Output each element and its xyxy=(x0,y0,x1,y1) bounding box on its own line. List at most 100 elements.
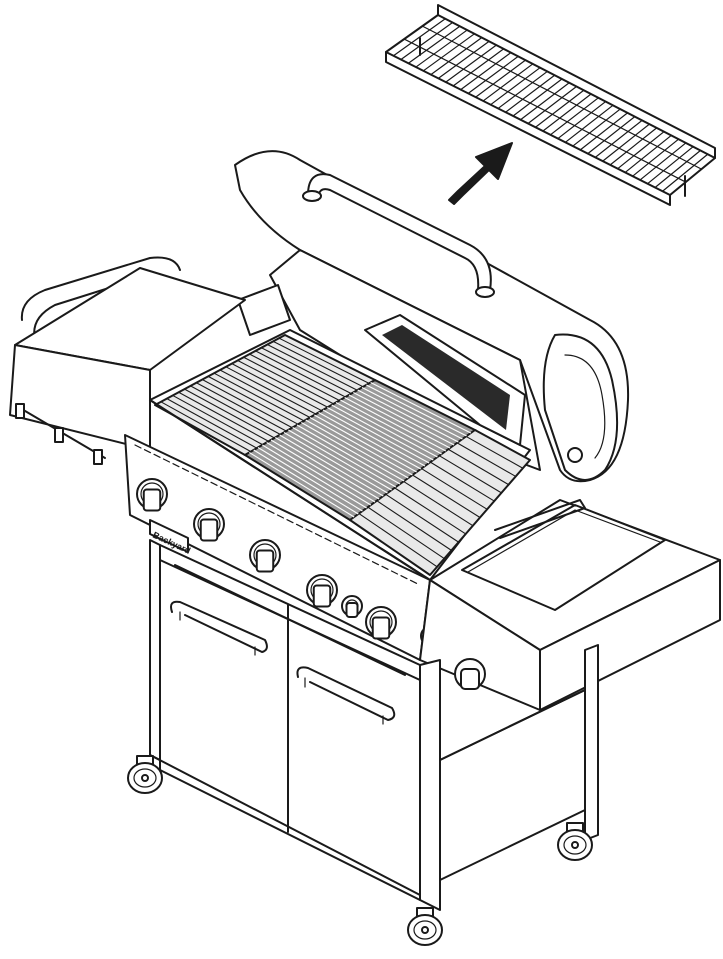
grate-bar xyxy=(357,389,459,443)
grate-bar xyxy=(279,434,384,497)
rack-rod xyxy=(527,85,578,125)
vent-slot xyxy=(248,500,256,505)
burner-knob xyxy=(193,508,225,542)
lid-shell xyxy=(234,150,630,483)
rack-rod xyxy=(437,40,490,79)
burner-knob xyxy=(136,478,168,512)
vent-slot xyxy=(362,556,370,561)
grate-bar xyxy=(296,424,401,485)
grate-bar xyxy=(305,419,409,479)
rack-rod xyxy=(572,108,621,147)
side-burner-knob xyxy=(454,658,486,690)
rack-rod xyxy=(407,25,461,64)
lid-hinge-left xyxy=(237,284,291,336)
left-shelf-handle xyxy=(20,256,181,321)
vent-slot xyxy=(134,444,142,449)
burner-knobs xyxy=(136,478,397,640)
vent-slot xyxy=(229,491,237,496)
heat-vent-slots xyxy=(134,444,418,584)
vent-slot xyxy=(191,472,199,477)
grate-bar xyxy=(318,412,422,470)
side-burner-cover xyxy=(461,504,666,611)
grate-bar xyxy=(292,427,397,488)
caster-wheel-icon xyxy=(127,755,163,794)
vent-mesh xyxy=(382,325,510,430)
cart-leg-left-front xyxy=(149,539,161,761)
rack-rod xyxy=(542,93,592,132)
grate-bar xyxy=(314,414,417,473)
vent-slot xyxy=(381,565,389,570)
vent-slot xyxy=(314,533,323,538)
vent-slot xyxy=(219,486,228,491)
burner-knob xyxy=(306,574,338,608)
grate-bars xyxy=(160,337,524,568)
vent-slot xyxy=(172,463,180,468)
caster-wheel-icon xyxy=(557,822,593,861)
hook xyxy=(15,403,25,419)
left-side-shelf xyxy=(9,256,246,465)
rack-rod xyxy=(400,21,454,61)
grate-bar xyxy=(465,435,524,469)
grate-bar xyxy=(270,439,376,503)
vent-slot xyxy=(162,458,171,463)
vent-slot xyxy=(210,481,218,486)
vent-slot xyxy=(143,449,152,454)
rack-rod xyxy=(430,36,483,76)
cart-leg-right-rear xyxy=(584,644,599,841)
rack-rod xyxy=(624,134,672,174)
grate-bar xyxy=(249,452,355,518)
cabinet-door-left xyxy=(170,600,268,656)
rack-rod xyxy=(445,44,497,83)
vent-slot xyxy=(257,505,266,510)
grate-bar xyxy=(394,487,467,535)
rack-rod xyxy=(512,78,563,117)
grate-bar xyxy=(439,455,502,494)
grate-bar xyxy=(196,382,287,432)
vent-slot xyxy=(305,528,313,533)
rack-rod xyxy=(587,116,636,155)
grill-cart xyxy=(149,539,599,911)
grate-bar xyxy=(184,388,275,439)
burner-knob xyxy=(249,539,281,573)
burner-knob xyxy=(365,606,397,640)
grate-bar xyxy=(370,382,472,434)
grate-bar xyxy=(366,384,467,437)
grate-bar xyxy=(266,442,372,506)
vent-slot xyxy=(400,575,408,580)
vent-slot xyxy=(267,509,275,514)
grate-bar xyxy=(322,409,426,467)
grate-bar xyxy=(456,442,516,477)
rack-front-lip xyxy=(385,51,671,206)
grate-bar xyxy=(335,402,438,458)
rack-rod xyxy=(392,18,446,57)
firebox xyxy=(149,314,531,581)
rack-rod xyxy=(467,55,519,94)
grate-bar xyxy=(283,432,388,494)
warming-rack xyxy=(385,4,716,206)
rack-frame xyxy=(385,14,716,196)
rack-back-rail xyxy=(437,4,716,159)
grate-bar xyxy=(361,387,463,440)
grate-bar xyxy=(225,366,317,415)
grate-bar xyxy=(243,356,334,405)
grate-bar xyxy=(358,513,438,568)
grate-bar xyxy=(288,429,392,491)
grate-bar xyxy=(340,399,442,455)
rack-rod xyxy=(661,153,709,192)
vent-slot xyxy=(343,547,351,552)
grate-bar xyxy=(219,369,311,418)
grate-bar xyxy=(231,363,323,412)
grate-bar xyxy=(331,404,434,461)
hook xyxy=(54,427,64,443)
vent-slot xyxy=(181,467,190,472)
grate-bar xyxy=(430,461,495,502)
vent-slot xyxy=(352,551,361,556)
grate-bar xyxy=(160,401,252,453)
cabinet-door-right xyxy=(296,666,396,725)
rack-rod xyxy=(632,138,680,177)
lid-end-cap xyxy=(542,333,619,481)
vent-slot xyxy=(200,477,209,482)
control-panel: Backyard xyxy=(124,434,440,661)
grate-bar xyxy=(447,448,509,486)
caster-wheel-icon xyxy=(407,907,443,946)
